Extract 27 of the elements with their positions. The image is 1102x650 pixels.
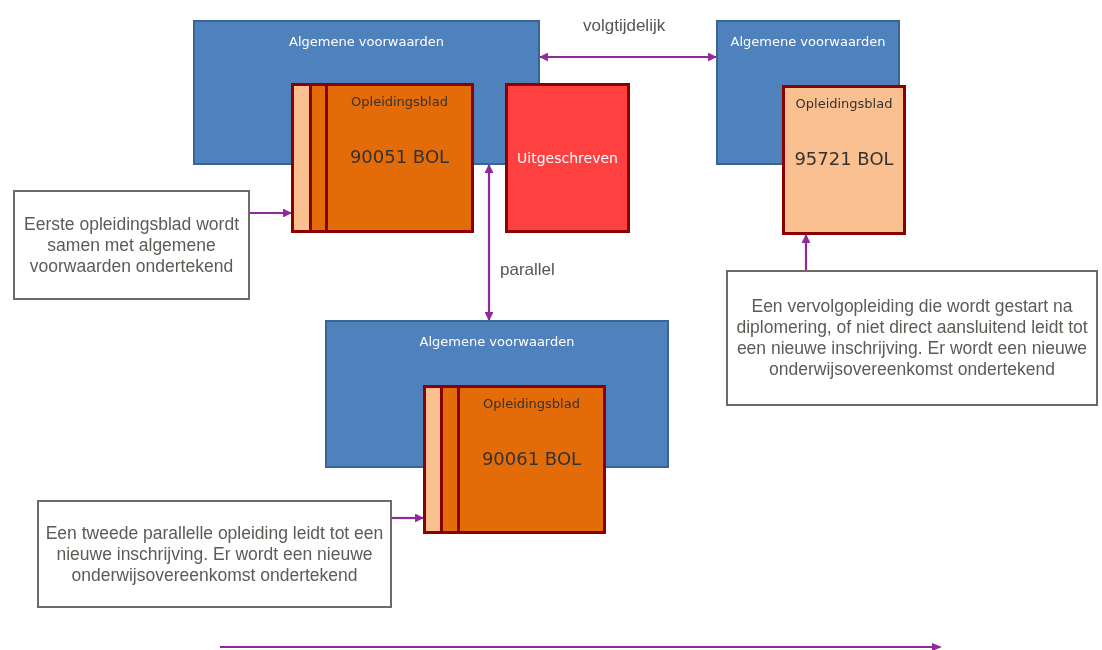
- document-sheet: [291, 83, 474, 233]
- status-label: Uitgeschreven: [517, 150, 618, 166]
- arrow: [539, 52, 717, 62]
- sheet-heading: Opleidingsblad: [482, 396, 581, 411]
- note-box: [726, 270, 1098, 406]
- box-title: Algemene voorwaarden: [288, 34, 445, 49]
- sheet-heading: Opleidingsblad: [794, 96, 894, 111]
- note-box: [13, 190, 250, 300]
- note-text: Eerste opleidingsblad wordt samen met algemene voorwaarden ondertekend: [23, 212, 240, 278]
- note-text: Een tweede parallelle opleiding leidt tot een nieuwe inschrijving. Er wordt een nieuwe onderwijsovereenkomst ondertekend: [44, 521, 385, 587]
- box-title: Algemene voorwaarden: [418, 334, 576, 349]
- sheet-heading: Opleidingsblad: [350, 94, 449, 109]
- box-title: Algemene voorwaarden: [729, 34, 887, 49]
- course-code: 95721 BOL: [793, 148, 895, 169]
- arrow: [392, 513, 424, 523]
- edge-label: volgtijdelijk: [583, 16, 666, 36]
- note-box: [37, 500, 392, 608]
- arrow: [801, 234, 811, 270]
- course-code: 90051 BOL: [348, 146, 451, 167]
- course-code: 90061 BOL: [480, 448, 583, 469]
- arrow: [250, 208, 292, 218]
- edge-label: parallel: [500, 260, 555, 280]
- document-sheet: [505, 83, 630, 233]
- arrow: [484, 164, 494, 321]
- note-text: Een vervolgopleiding die wordt gestart na diplomering, of niet direct aansluitend leidt tot een nieuwe inschrijving. Er wordt een nieuwe onderwijsovereenkomst ondertekend: [735, 295, 1089, 381]
- document-sheet: [782, 85, 906, 235]
- document-sheet: [423, 385, 606, 534]
